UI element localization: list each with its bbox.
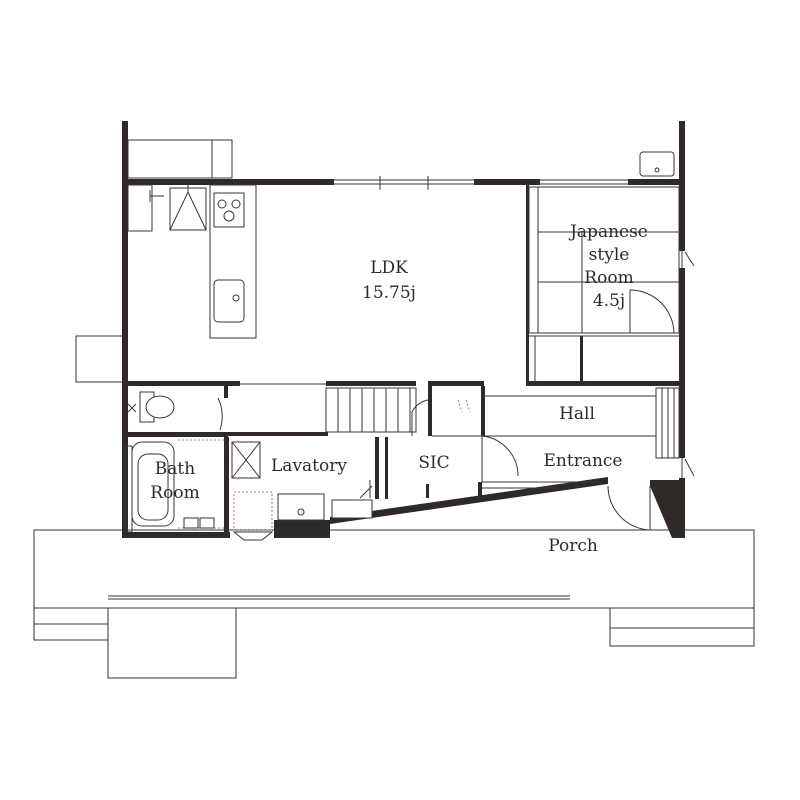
bathtub <box>125 439 224 533</box>
water-heater <box>127 139 233 179</box>
japanese-room-details <box>528 186 680 381</box>
ldk-north-window <box>334 176 474 190</box>
japanese-room-label-1: Japanese <box>568 222 648 242</box>
kitchen-counter <box>127 184 257 339</box>
japanese-room-label-3: Room <box>584 268 633 288</box>
japanese-north-window <box>540 179 628 185</box>
sic-details <box>411 399 482 437</box>
porch-label: Porch <box>548 536 598 556</box>
entrance-label: Entrance <box>544 451 623 471</box>
porch-slab <box>33 529 755 679</box>
bath-room-label-2: Room <box>150 483 199 503</box>
cooktop <box>213 192 245 228</box>
refrigerator <box>169 187 207 231</box>
hall-label: Hall <box>559 404 595 424</box>
outdoor-unit <box>75 335 125 383</box>
washbasin <box>277 493 325 521</box>
sic-label: SIC <box>418 453 449 473</box>
ldk-area-label: 15.75j <box>362 283 416 303</box>
hall-entrance-details <box>481 387 680 531</box>
japanese-room-area-label: 4.5j <box>593 291 625 311</box>
outdoor-sink <box>639 151 675 177</box>
lavatory-details <box>231 441 373 541</box>
bath-room-label-1: Bath <box>155 459 195 479</box>
ldk-label: LDK <box>370 258 408 278</box>
interior-walls <box>122 185 685 533</box>
lavatory-label: Lavatory <box>271 456 347 476</box>
toilet <box>127 391 223 431</box>
exterior-walls <box>122 121 685 538</box>
japanese-room-label-2: style <box>589 245 630 265</box>
kitchen-sink <box>213 279 245 323</box>
stairs <box>325 387 417 433</box>
